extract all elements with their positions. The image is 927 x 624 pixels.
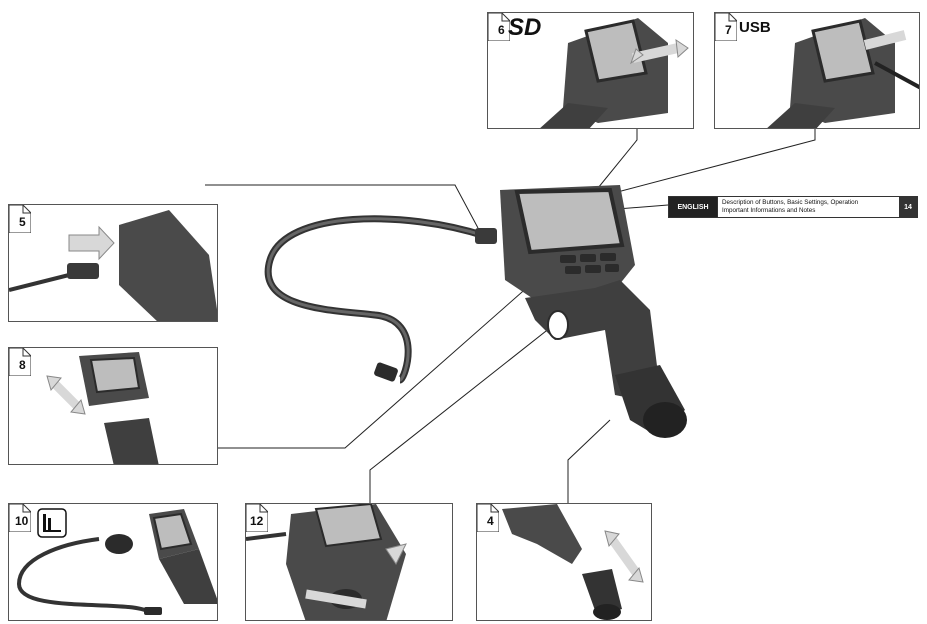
trigger-operation-illustration [246, 504, 407, 620]
callout-line-6 [597, 128, 638, 189]
usb-label: USB [739, 19, 771, 36]
reference-box: ENGLISH Description of Buttons, Basic Se… [668, 196, 918, 218]
light-control-illustration [16, 509, 217, 615]
battery-insert-illustration [502, 504, 644, 620]
control-buttons [560, 253, 619, 274]
page-corner-icon [488, 13, 510, 41]
camera-cable [264, 215, 487, 384]
callout-line-12 [369, 319, 561, 503]
page-corner-icon [9, 205, 31, 233]
battery-end [643, 402, 687, 438]
sd-card-insertion-illustration [540, 18, 689, 128]
page-number: 14 [899, 197, 917, 217]
panel-number: 10 [15, 514, 29, 528]
panel-6-sd-card: 6 SD [487, 12, 694, 129]
sd-logo: SD [508, 15, 541, 41]
description-line-2: Important Informations and Notes [722, 207, 816, 214]
device-handle [525, 280, 660, 400]
usb-connection-illustration [767, 18, 919, 128]
callout-line-5 [205, 184, 479, 229]
callout-line-7 [605, 128, 816, 196]
panel-12-battery-release: 12 [245, 503, 453, 621]
cable-connection-illustration [9, 210, 217, 321]
language-label: ENGLISH [669, 197, 717, 217]
panel-number: 8 [19, 358, 26, 372]
monitor-screen [514, 187, 625, 255]
main-device-illustration [264, 185, 687, 438]
panel-5-cable-connection: 5 [8, 204, 218, 322]
page-corner-icon [9, 348, 31, 376]
panel-8-monitor-detach: 8 [8, 347, 218, 465]
page-corner-icon [715, 13, 737, 41]
camera-head [374, 362, 398, 382]
panel-4-battery-insert: 4 [476, 503, 652, 621]
page-corner-icon [9, 504, 31, 532]
panel-number: 5 [19, 215, 26, 229]
trigger-opening [547, 310, 569, 340]
page-corner-icon [477, 504, 499, 532]
reference-description: Description of Buttons, Basic Settings, … [717, 197, 899, 217]
panel-number: 7 [725, 23, 732, 37]
page-corner-icon [246, 504, 268, 532]
panel-number: 4 [487, 514, 494, 528]
monitor-detach-illustration [46, 352, 159, 464]
panel-7-usb: 7 USB [714, 12, 920, 129]
panel-number: 6 [498, 23, 505, 37]
callout-line-8 [218, 284, 531, 449]
panel-number: 12 [250, 514, 264, 528]
panel-10-led-light: 10 [8, 503, 218, 621]
light-level-icon [37, 508, 67, 538]
svg-text:SD: SD [508, 15, 541, 41]
callout-line-4 [567, 419, 611, 503]
description-line-1: Description of Buttons, Basic Settings, … [722, 199, 859, 206]
cable-connector [475, 228, 497, 244]
